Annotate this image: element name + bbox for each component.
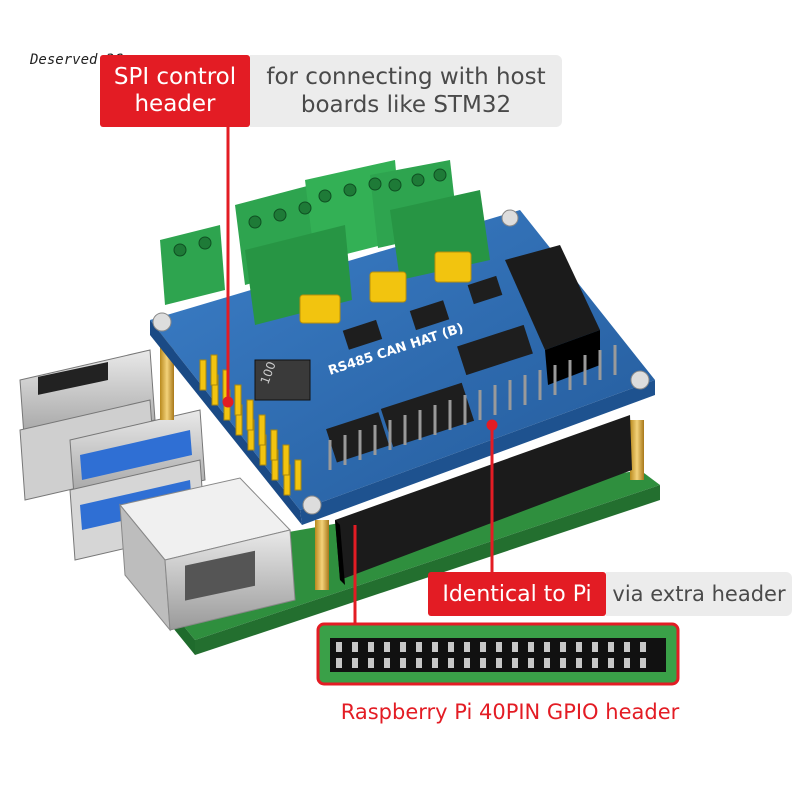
components: RS485 CAN HAT (B) 100 <box>254 275 533 463</box>
spi-header-pins <box>199 354 302 496</box>
spi-desc-line2: boards like STM32 <box>300 92 512 118</box>
spi-desc-line1: for connecting with host <box>266 64 546 90</box>
spi-callout-description: for connecting with host boards like STM… <box>250 55 562 127</box>
leader-lines <box>222 127 498 625</box>
gpio-header-label: Raspberry Pi 40PIN GPIO header <box>340 700 680 724</box>
gpio-pin-grid <box>336 642 646 668</box>
identical-callout-title: Identical to Pi <box>428 572 606 616</box>
gpio-closeup <box>316 622 680 686</box>
identical-callout-description: via extra header <box>606 572 792 616</box>
jumpers <box>299 251 472 324</box>
watermark: Deserved 3C <box>30 52 123 68</box>
spi-title-line1: SPI control <box>113 64 237 90</box>
can-header <box>505 245 600 385</box>
ethernet-port <box>119 477 296 632</box>
stacking-header <box>335 415 632 585</box>
spi-callout-title: SPI control header <box>100 55 250 127</box>
spi-title-line2: header <box>134 91 216 117</box>
extra-gpio-pins <box>328 345 617 470</box>
